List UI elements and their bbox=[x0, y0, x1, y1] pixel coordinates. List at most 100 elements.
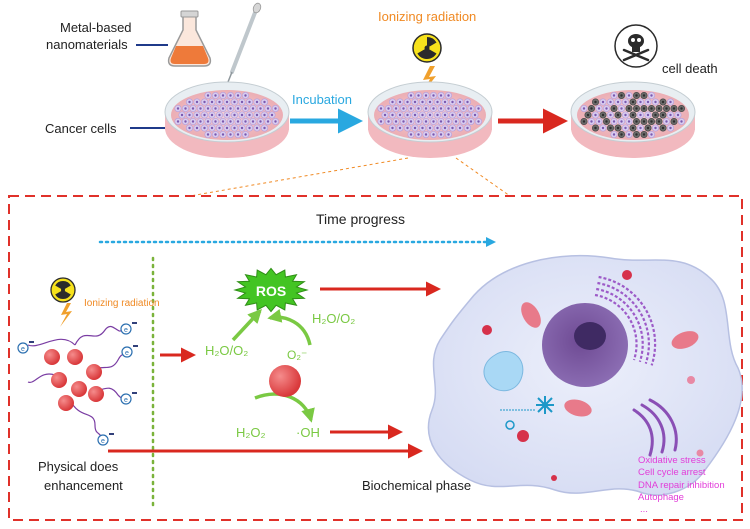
flask-icon bbox=[167, 10, 212, 67]
detail-panel-border bbox=[8, 195, 743, 521]
h2o2-label: H₂O₂ bbox=[236, 425, 266, 440]
dish-cell-nucleus bbox=[605, 120, 608, 123]
dish-cell-nucleus bbox=[218, 126, 221, 130]
dish-cell-nucleus bbox=[439, 120, 443, 123]
dish-cell-nucleus bbox=[447, 133, 450, 136]
dish-cell-nucleus bbox=[590, 107, 593, 110]
dish-cell-nucleus bbox=[409, 133, 413, 136]
dish-cell-nucleus bbox=[454, 120, 458, 123]
dish-cell-nucleus bbox=[270, 113, 274, 117]
ros-burst: ROS bbox=[233, 267, 309, 313]
nanoparticle-cluster bbox=[44, 349, 104, 411]
dish-cell-nucleus bbox=[236, 94, 240, 97]
dish-cell-nucleus bbox=[680, 107, 683, 110]
dish-cell-nucleus bbox=[255, 113, 259, 117]
er-ring bbox=[597, 281, 650, 364]
physical-label-line2: enhancement bbox=[44, 478, 123, 493]
dish-cell-nucleus bbox=[240, 126, 244, 130]
dish-cell-nucleus bbox=[188, 126, 191, 130]
dish-cell-nucleus bbox=[398, 113, 402, 117]
dish-cell-nucleus bbox=[627, 120, 631, 123]
dish-cell-nucleus bbox=[428, 100, 432, 104]
er-ring bbox=[594, 293, 638, 361]
dish-cell-nucleus bbox=[612, 107, 616, 110]
dish-cell-nucleus bbox=[225, 126, 229, 130]
effect-item: DNA repair inhibition bbox=[638, 480, 725, 491]
dish-cell-nucleus bbox=[609, 100, 612, 104]
green-arrow-curve-top bbox=[267, 308, 312, 346]
dish-cell-nucleus bbox=[218, 113, 221, 117]
radiation-icon bbox=[412, 33, 442, 63]
dish-cell-nucleus bbox=[624, 126, 627, 130]
dish-cell-nucleus bbox=[387, 120, 390, 123]
dish-cell-nucleus bbox=[229, 107, 232, 110]
electron-icon bbox=[120, 323, 132, 335]
dish-cell-nucleus bbox=[624, 113, 627, 117]
dish-cell-nucleus bbox=[274, 107, 277, 110]
dish-cell-nucleus bbox=[214, 120, 217, 123]
dish-cell-nucleus bbox=[379, 120, 383, 123]
dish-cell-nucleus bbox=[233, 100, 236, 104]
dish-cell-nucleus bbox=[244, 133, 247, 136]
dish-cell-nucleus bbox=[248, 126, 251, 130]
dish-cell-nucleus bbox=[383, 113, 387, 117]
dish-cell-nucleus bbox=[477, 107, 480, 110]
electron-symbol: e bbox=[124, 327, 128, 334]
physical-label-line1: Physical does bbox=[38, 459, 119, 474]
dish-cell-nucleus bbox=[195, 113, 199, 117]
effects-list: Oxidative stress Cell cycle arrest DNA r… bbox=[638, 455, 725, 515]
electron-icon bbox=[120, 393, 132, 405]
lightning-icon bbox=[422, 66, 436, 94]
dish-cell-nucleus bbox=[424, 107, 428, 110]
dish-cell-nucleus bbox=[432, 120, 435, 123]
dish-cell-nucleus bbox=[214, 133, 217, 136]
dish-cell-nucleus bbox=[424, 120, 428, 123]
dish-cell-nucleus bbox=[612, 120, 616, 123]
dish-cell-nucleus bbox=[620, 94, 623, 97]
dish-cell-nucleus bbox=[627, 133, 631, 136]
dish-cell-nucleus bbox=[447, 120, 450, 123]
dish-cell-nucleus bbox=[199, 107, 202, 110]
dish-cell-nucleus bbox=[259, 120, 262, 123]
dish-cell-nucleus bbox=[439, 94, 443, 97]
dish-cell-nucleus bbox=[191, 120, 195, 123]
dish-cell-nucleus bbox=[654, 126, 657, 130]
dish-cell-nucleus bbox=[244, 120, 247, 123]
dish-cell-nucleus bbox=[409, 107, 413, 110]
dish-cell-nucleus bbox=[639, 126, 642, 130]
dish-cell-nucleus bbox=[417, 133, 420, 136]
dish-cell-nucleus bbox=[601, 100, 605, 104]
dish-cell-nucleus bbox=[188, 100, 191, 104]
dish-cell-nucleus bbox=[428, 126, 432, 130]
dish-cell-nucleus bbox=[657, 120, 661, 123]
dish-cell-nucleus bbox=[266, 107, 270, 110]
dish-cell-nucleus bbox=[646, 113, 650, 117]
h2o-o2-left: H₂O/O₂ bbox=[205, 343, 248, 358]
dish-cell-nucleus bbox=[436, 100, 439, 104]
effect-item: Oxidative stress bbox=[638, 455, 706, 466]
dish-cell-nucleus bbox=[582, 120, 586, 123]
dish-cell-nucleus bbox=[221, 94, 225, 97]
dish-cell-nucleus bbox=[609, 126, 612, 130]
h2o-o2-right: H₂O/O₂ bbox=[312, 311, 355, 326]
dish-cell-nucleus bbox=[631, 126, 635, 130]
dish-cell-nucleus bbox=[451, 126, 454, 130]
dish-cell-nucleus bbox=[424, 133, 428, 136]
dish-cell-nucleus bbox=[424, 94, 428, 97]
dish-cell-nucleus bbox=[672, 120, 676, 123]
dish-cell-nucleus bbox=[218, 100, 221, 104]
dish-cell-nucleus bbox=[639, 100, 642, 104]
dish-cell-nucleus bbox=[436, 126, 439, 130]
dish-cell-nucleus bbox=[255, 100, 259, 104]
dish-cell-nucleus bbox=[214, 94, 217, 97]
dish-cell-nucleus bbox=[451, 113, 454, 117]
panel-lightning-icon bbox=[60, 303, 72, 327]
dish-cell-nucleus bbox=[458, 126, 462, 130]
dish-cell-nucleus bbox=[413, 100, 417, 104]
dish-cell-nucleus bbox=[244, 107, 247, 110]
dish-cell-nucleus bbox=[462, 107, 465, 110]
dish-cell-nucleus bbox=[236, 120, 240, 123]
zoom-line-right bbox=[455, 157, 511, 197]
dish-cell-nucleus bbox=[421, 113, 424, 117]
dish-cell-nucleus bbox=[612, 94, 616, 97]
